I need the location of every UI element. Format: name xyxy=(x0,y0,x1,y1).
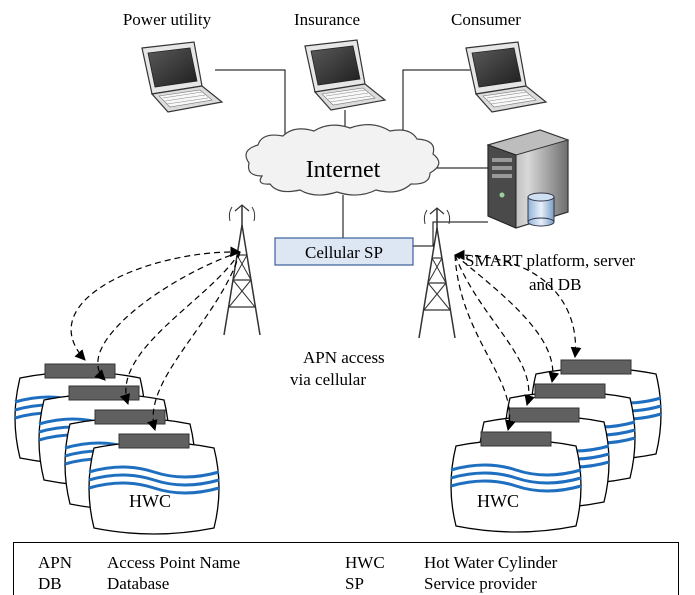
legend-description: Database xyxy=(107,574,170,593)
hwc-stack-left xyxy=(13,362,221,536)
legend-abbr: DB xyxy=(38,574,62,593)
legend-row: DB Database SP Service provider xyxy=(14,574,678,594)
hwc-label-left: HWC xyxy=(129,491,171,511)
legend-table: APN Access Point Name HWC Hot Water Cyli… xyxy=(13,542,679,595)
laptop-icon-insurance xyxy=(304,39,386,111)
internet-cloud-icon xyxy=(245,124,440,196)
wireless-links-right xyxy=(453,249,582,432)
apn-access-label-line2: via cellular xyxy=(290,370,366,389)
laptop-icon-power-utility xyxy=(141,41,223,113)
internet-label: Internet xyxy=(306,157,381,183)
legend-row: APN Access Point Name HWC Hot Water Cyli… xyxy=(14,553,678,573)
network-links xyxy=(215,69,488,247)
hwc-label-right: HWC xyxy=(477,491,519,511)
insurance-label: Insurance xyxy=(294,10,360,29)
cellular-sp-box xyxy=(274,237,414,266)
legend-description: Hot Water Cylinder xyxy=(424,553,558,572)
legend-abbr: SP xyxy=(345,574,364,593)
cell-tower-icon-right xyxy=(418,207,456,339)
apn-access-label-line1: APN access xyxy=(303,348,385,367)
laptop-icon-consumer xyxy=(465,41,547,113)
wireless-links-left xyxy=(70,246,242,432)
legend-description: Service provider xyxy=(424,574,537,593)
legend-abbr: HWC xyxy=(345,553,385,572)
database-icon xyxy=(527,192,555,227)
cell-tower-icon-left xyxy=(223,204,261,336)
legend-abbr: APN xyxy=(38,553,73,572)
consumer-label: Consumer xyxy=(451,10,521,29)
smart-platform-label-line1: SMART platform, server xyxy=(465,251,635,270)
legend-description: Access Point Name xyxy=(107,553,241,572)
smart-platform-label-line2: and DB xyxy=(529,275,581,294)
power-utility-label: Power utility xyxy=(123,10,212,29)
cellular-sp-label: Cellular SP xyxy=(305,243,383,262)
